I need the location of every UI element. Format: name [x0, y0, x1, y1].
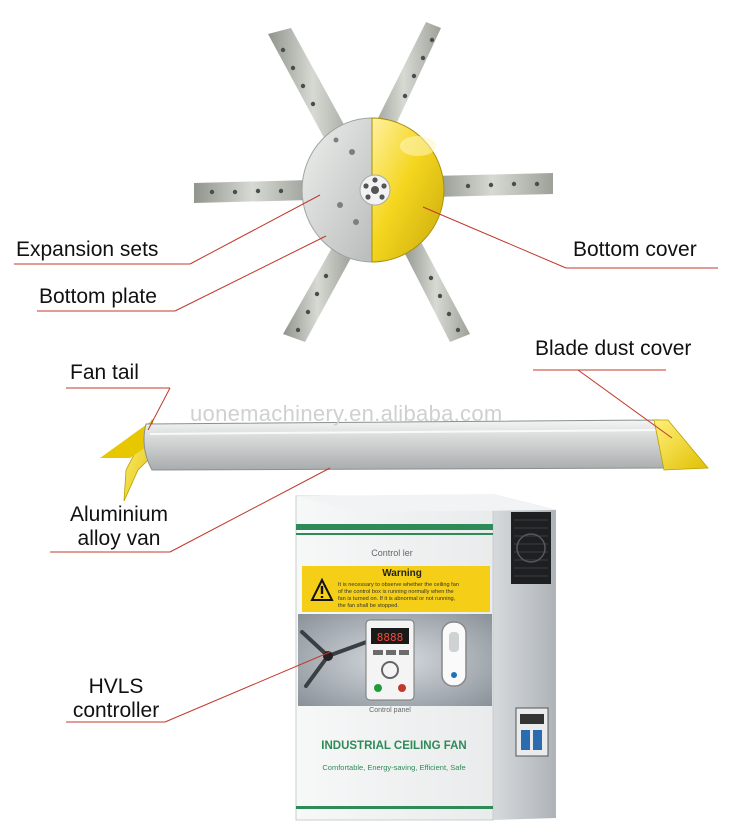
- warning-title: Warning: [382, 568, 422, 579]
- label-bottom-plate: Bottom plate: [39, 285, 157, 308]
- label-underlines: [14, 263, 718, 723]
- warning-line-2: of the control box is running normally w…: [338, 589, 454, 595]
- blade-dust-cover: [653, 419, 709, 471]
- warning-line-1: It is necessary to observe whether the c…: [338, 582, 459, 588]
- arm-holes: [209, 37, 540, 333]
- label-fan-tail: Fan tail: [70, 361, 139, 384]
- label-bottom-cover: Bottom cover: [573, 238, 697, 261]
- control-box: [295, 494, 556, 821]
- blade-body: [143, 419, 665, 471]
- product-name: INDUSTRIAL CEILING FAN: [321, 740, 466, 752]
- bottom-plate: [301, 117, 373, 263]
- watermark: uonemachinery.en.alibaba.com: [190, 401, 503, 426]
- fan-hub-assembly: [194, 22, 553, 342]
- label-aluminium-alloy-van: Aluminium alloy van: [58, 503, 180, 551]
- label-hvls-line-2: controller: [72, 699, 160, 722]
- label-aluminium-line-1: Aluminium: [69, 503, 169, 526]
- label-expansion-sets: Expansion sets: [16, 238, 159, 261]
- controller-title: Control ler: [371, 548, 413, 558]
- expansion-sets: [359, 174, 391, 206]
- display-readout: 8888: [377, 631, 404, 644]
- control-display: [371, 628, 409, 644]
- product-tagline: Comfortable, Energy-saving, Efficient, S…: [322, 763, 465, 772]
- warning-line-4: the fan shall be stopped.: [338, 603, 399, 609]
- label-hvls-line-1: HVLS: [88, 675, 144, 698]
- label-aluminium-line-2: alloy van: [77, 527, 161, 550]
- control-panel-label: Control panel: [369, 707, 411, 714]
- label-blade-dust-cover: Blade dust cover: [535, 337, 692, 360]
- label-hvls-controller: HVLS controller: [60, 675, 172, 723]
- warning-line-3: fan is turned on. If it is abnormal or n…: [338, 596, 456, 602]
- key-switch: [441, 621, 467, 687]
- fan-blade: [100, 418, 709, 502]
